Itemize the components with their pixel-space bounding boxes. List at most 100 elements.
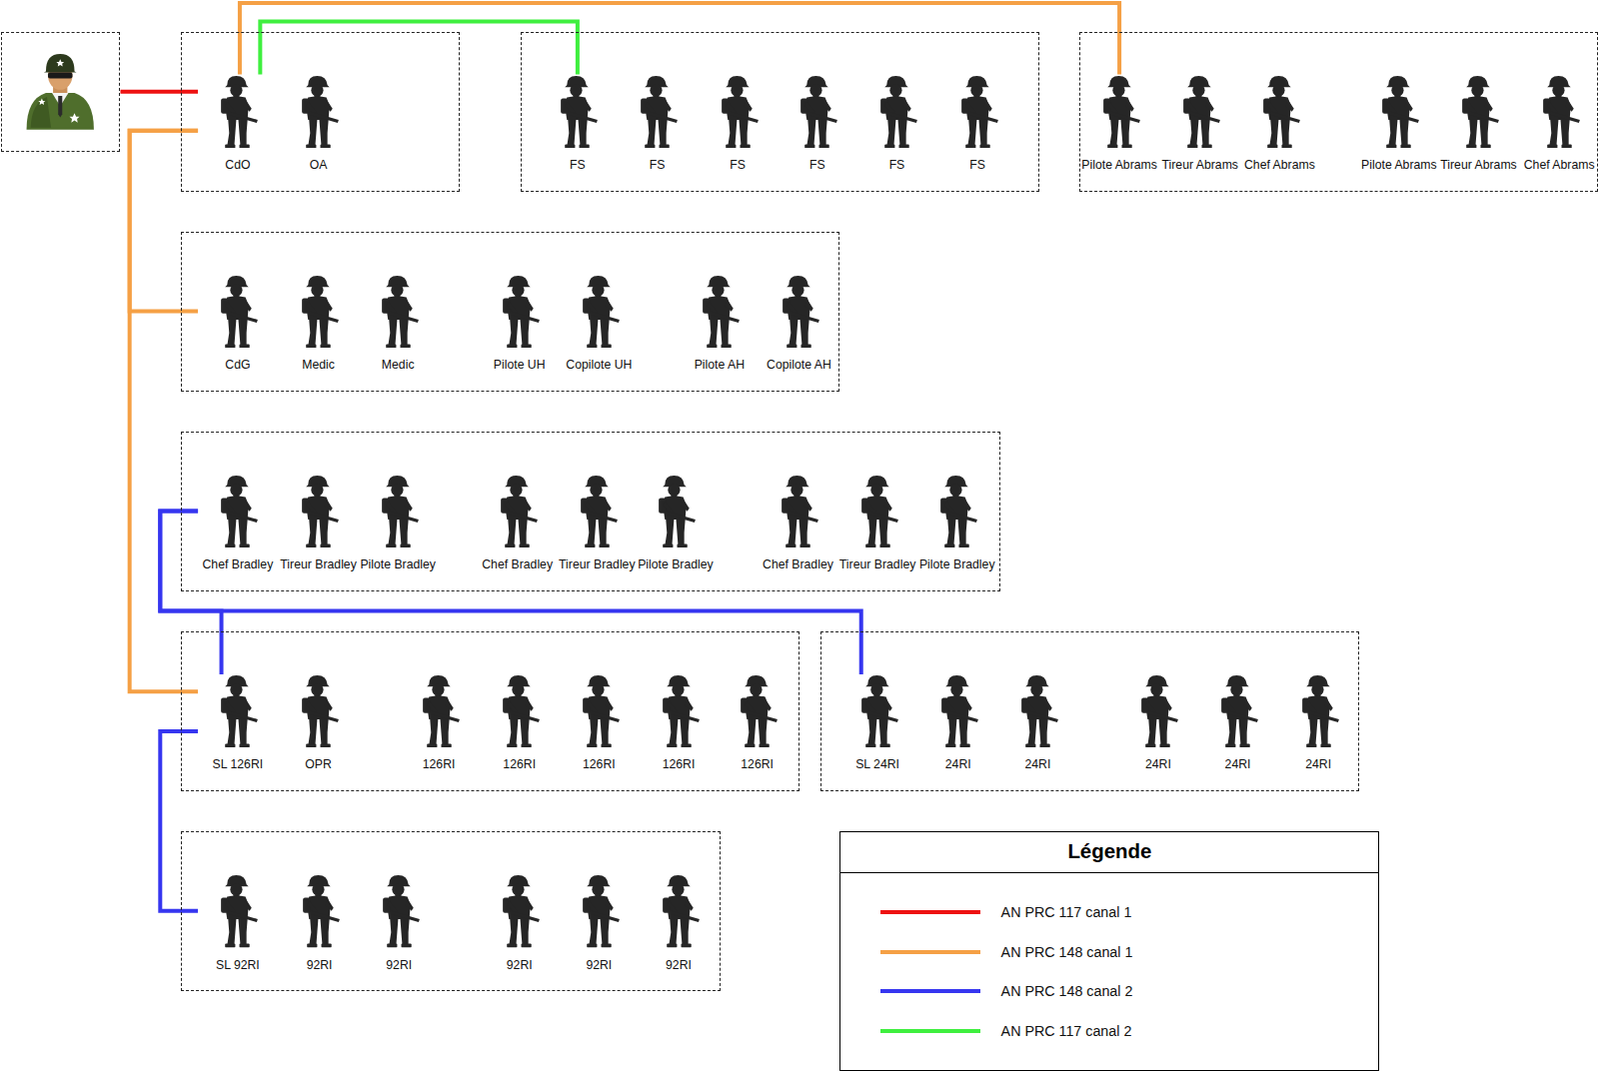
soldier-silhouette xyxy=(301,675,339,748)
soldier-label: Copilote AH xyxy=(766,357,832,373)
soldier-node: 92RI xyxy=(358,874,439,974)
soldier-node: CdO xyxy=(197,74,278,174)
soldier-silhouette xyxy=(740,675,778,748)
soldier-label: FS xyxy=(969,157,986,173)
soldier-silhouette xyxy=(659,475,697,548)
helmet xyxy=(43,53,77,72)
soldier-node: SL 126RI xyxy=(197,674,278,774)
soldier-figure xyxy=(656,874,702,949)
soldier-label: 24RI xyxy=(1305,757,1332,773)
soldier-silhouette xyxy=(782,275,820,348)
soldier-node: Chef Bradley xyxy=(477,474,558,574)
soldier-label: Pilote UH xyxy=(493,357,546,373)
soldier-silhouette xyxy=(1543,75,1581,148)
soldier-node: Tireur Bradley xyxy=(555,474,638,574)
soldier-node: Pilote Bradley xyxy=(916,474,999,574)
soldier-node: Copilote AH xyxy=(759,274,840,374)
radio-link xyxy=(239,2,1120,74)
soldier-figure xyxy=(696,274,742,349)
soldier-figure xyxy=(376,874,422,949)
soldier-label: 126RI xyxy=(740,757,774,773)
soldier-figure xyxy=(775,474,821,549)
soldier-label: 92RI xyxy=(506,958,533,974)
soldier-label: Chef Bradley xyxy=(201,557,273,573)
soldier-node: FS xyxy=(937,74,1018,174)
soldier-silhouette xyxy=(502,275,540,348)
soldier-figure xyxy=(554,74,600,149)
soldier-node: 24RI xyxy=(1118,674,1199,774)
sunglasses xyxy=(47,71,73,78)
soldier-label: Tireur Bradley xyxy=(279,557,356,573)
soldier-node: Medic xyxy=(357,274,438,374)
soldier-silhouette xyxy=(221,275,259,348)
soldier-figure xyxy=(214,674,260,749)
soldier-label: CdO xyxy=(224,157,250,173)
soldier-silhouette xyxy=(1263,75,1301,148)
soldier-figure xyxy=(715,74,761,149)
soldier-label: Chef Abrams xyxy=(1244,157,1316,173)
soldier-figure xyxy=(375,474,421,549)
group-box: SL 24RI24RI24RI24RI24RI24RI xyxy=(820,631,1360,792)
soldier-node: 126RI xyxy=(717,674,798,774)
soldier-label: Chef Bradley xyxy=(481,557,553,573)
radio-link xyxy=(129,130,198,693)
legend-text: AN PRC 117 canal 2 xyxy=(1001,1021,1133,1042)
soldier-silhouette xyxy=(721,75,759,148)
soldier-node: 126RI xyxy=(638,674,719,774)
soldier-figure xyxy=(935,674,981,749)
soldier-figure xyxy=(776,274,822,349)
soldier-label: FS xyxy=(889,157,906,173)
soldier-node: FS xyxy=(537,74,618,174)
soldier-figure xyxy=(934,474,980,549)
soldier-node: Tireur Bradley xyxy=(276,474,359,574)
soldier-node: OPR xyxy=(278,674,359,774)
group-box: SL 92RI92RI92RI92RI92RI92RI xyxy=(180,831,721,992)
radio-link xyxy=(119,89,198,94)
soldier-label: FS xyxy=(649,157,666,173)
soldier-figure xyxy=(955,74,1001,149)
soldier-label: 92RI xyxy=(585,958,612,974)
soldier-silhouette xyxy=(662,675,700,748)
soldier-figure xyxy=(734,674,780,749)
uniform xyxy=(26,92,94,130)
soldier-figure xyxy=(295,74,341,149)
soldier-silhouette xyxy=(381,475,419,548)
soldier-figure xyxy=(496,874,542,949)
tie xyxy=(57,95,62,117)
group-box: CdOOA xyxy=(180,31,461,192)
soldier-label: Pilote Abrams xyxy=(1361,157,1438,173)
soldier-figure xyxy=(214,474,260,549)
soldier-figure xyxy=(296,874,342,949)
soldier-node: Tireur Abrams xyxy=(1159,74,1242,174)
soldier-figure xyxy=(416,674,462,749)
soldier-figure xyxy=(1097,74,1143,149)
soldier-label: OPR xyxy=(304,757,332,773)
soldier-figure xyxy=(494,474,540,549)
soldier-silhouette xyxy=(302,875,340,948)
soldier-silhouette xyxy=(381,275,419,348)
soldier-node: Pilote AH xyxy=(679,274,760,374)
soldier-silhouette xyxy=(422,675,460,748)
soldier-node: Chef Bradley xyxy=(197,474,278,574)
soldier-silhouette xyxy=(861,475,899,548)
soldier-silhouette xyxy=(781,475,819,548)
soldier-label: 92RI xyxy=(665,958,692,974)
soldier-label: 24RI xyxy=(945,757,972,773)
soldier-label: Tireur Bradley xyxy=(558,557,635,573)
legend-swatch xyxy=(880,989,981,994)
soldier-node: Medic xyxy=(278,274,359,374)
soldier-figure xyxy=(656,674,702,749)
soldier-label: 126RI xyxy=(422,757,456,773)
soldier-figure xyxy=(1257,74,1303,149)
soldier-figure xyxy=(576,274,622,349)
soldier-label: Chef Abrams xyxy=(1524,157,1596,173)
soldier-silhouette xyxy=(1103,75,1141,148)
soldier-node: FS xyxy=(697,74,778,174)
soldier-node: Pilote Abrams xyxy=(1358,74,1441,174)
soldier-node: Pilote Bradley xyxy=(634,474,717,574)
soldier-figure xyxy=(214,874,260,949)
soldier-silhouette xyxy=(961,75,999,148)
soldier-silhouette xyxy=(1383,75,1421,148)
soldier-silhouette xyxy=(880,75,918,148)
soldier-silhouette xyxy=(382,875,420,948)
